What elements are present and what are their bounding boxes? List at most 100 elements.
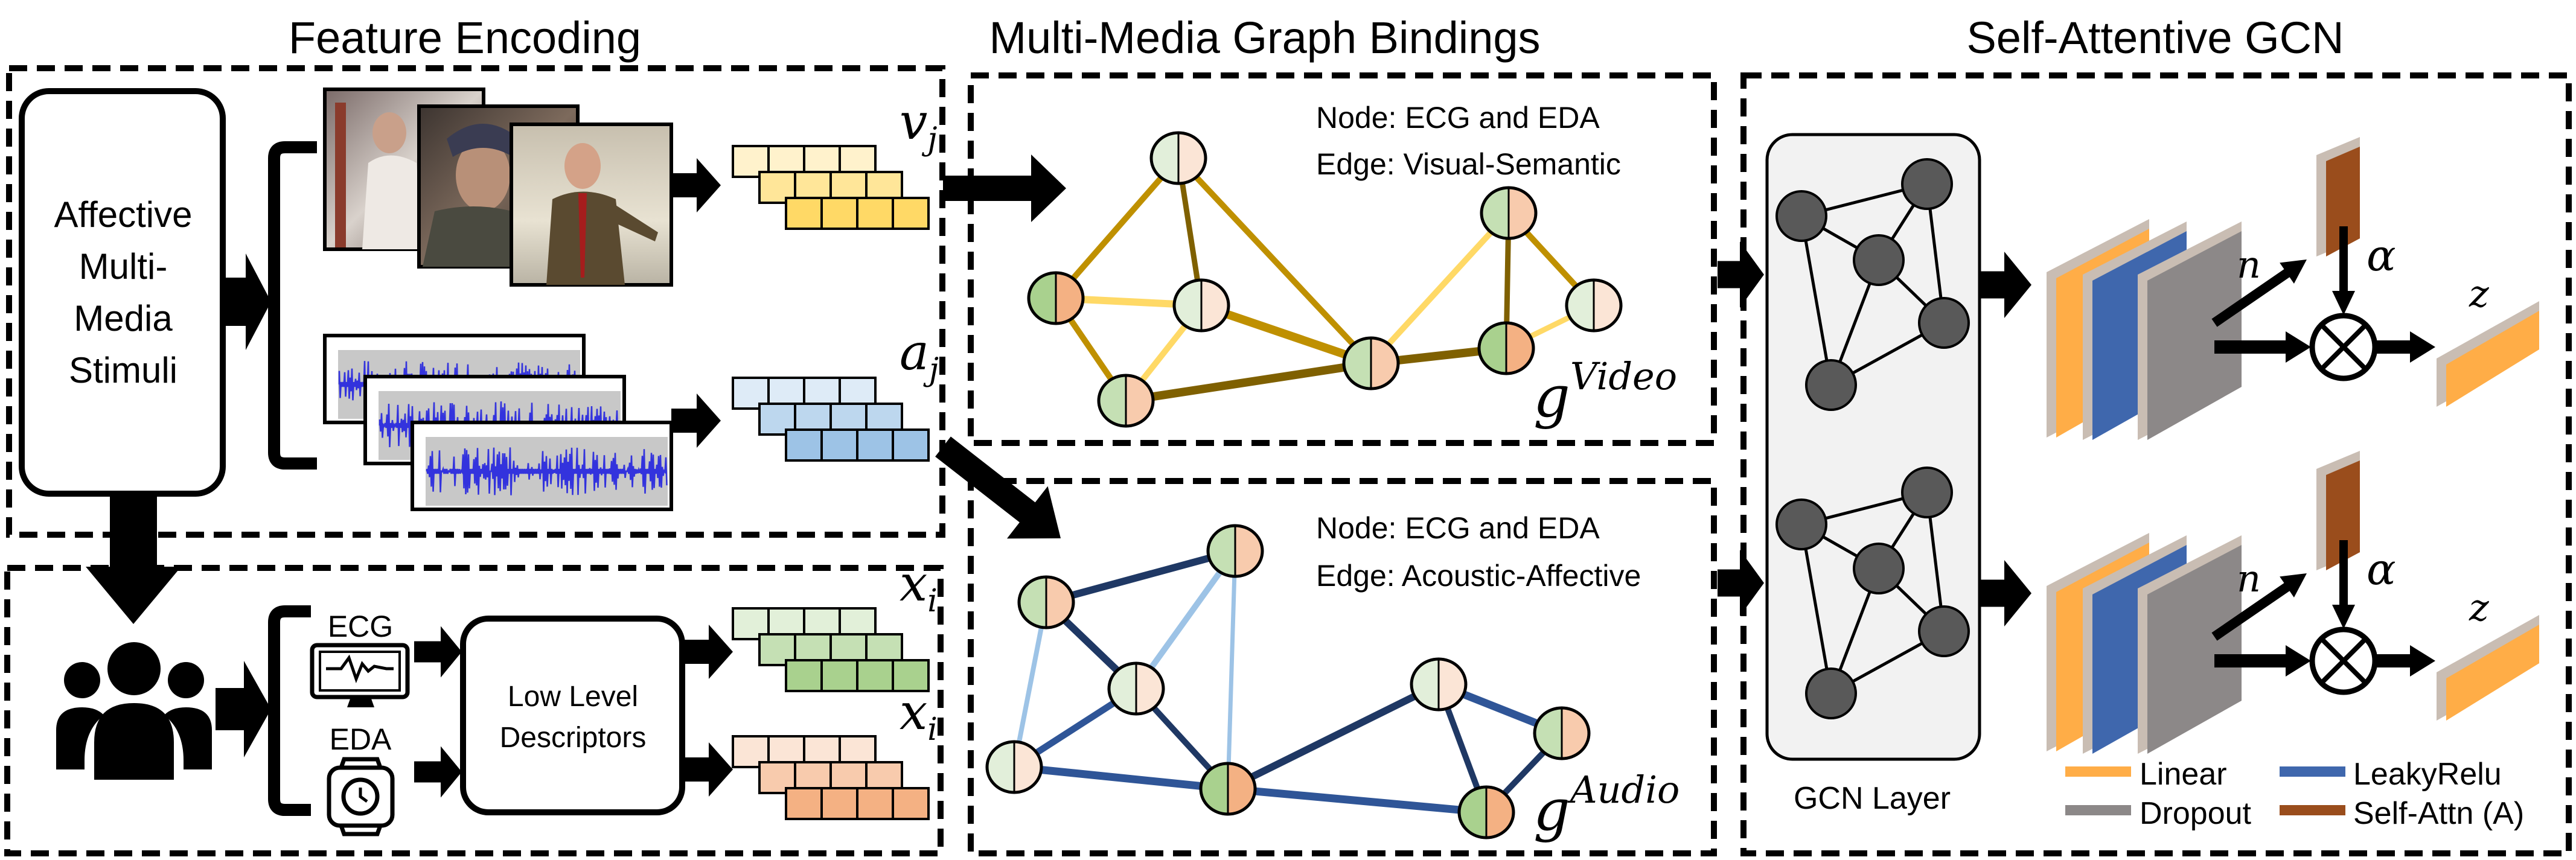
title-graph-bindings: Multi-Media Graph Bindings (989, 13, 1540, 63)
arrow-icon (2214, 645, 2311, 677)
multiply-cross (2320, 323, 2367, 371)
gcn-layer-panel (1765, 133, 1981, 761)
graph-node (1480, 186, 1538, 240)
legend-label: Dropout (2140, 796, 2252, 831)
arrow-icon (414, 746, 462, 798)
node-outline (1017, 575, 1075, 629)
arrow-icon (2214, 331, 2311, 363)
node-outline (1172, 278, 1230, 333)
node-eda-half (1056, 273, 1083, 323)
ecg-feature-label: xi (900, 555, 938, 619)
gcn-node (1853, 234, 1905, 286)
stimuli-label-line: Media (74, 298, 173, 339)
gcn-box (1740, 72, 2572, 856)
gcn-node (1901, 158, 1953, 210)
gcn-node (1775, 498, 1827, 550)
gcn-node (1853, 543, 1905, 594)
legend-item-dropout: Dropout (2065, 796, 2252, 831)
audio-graph-edge-text: Edge: Acoustic-Affective (1316, 559, 1641, 593)
legend-label: Linear (2140, 757, 2227, 792)
feature-cell (820, 428, 858, 462)
descriptors-label-line: Low Level (508, 681, 638, 713)
output-vector-z (2437, 615, 2539, 721)
legend-label: Self-Attn (A) (2353, 796, 2524, 831)
node-outline (1149, 131, 1207, 185)
graph-node (1206, 524, 1264, 578)
arrow-icon (2211, 573, 2307, 641)
graph-node (1097, 374, 1155, 428)
graph-node (1107, 661, 1165, 716)
output-vector-z (2437, 301, 2539, 407)
node-outline (1477, 321, 1535, 375)
ecg-monitor-icon (310, 643, 410, 707)
stimuli-label-line: Affective (54, 194, 192, 235)
n-label: n (2237, 556, 2261, 600)
gcn-edge (1800, 524, 1833, 694)
eda-watch-icon (327, 757, 395, 836)
flow-arrows (86, 154, 2435, 798)
gcn-node (1918, 297, 1970, 349)
audio-waveform-panel (411, 421, 673, 511)
legend-label: LeakyRelu (2353, 757, 2502, 792)
arrow-icon (1980, 560, 2031, 626)
descriptors-label-line: Descriptors (500, 722, 647, 754)
video-frames (323, 88, 673, 287)
arrow-icon (2332, 540, 2355, 629)
plate-face (2147, 231, 2242, 440)
graph-edge (1176, 156, 1373, 366)
feature-cell (892, 428, 930, 462)
node-ecg-half (1019, 577, 1046, 628)
multiply-cross (2320, 637, 2367, 684)
node-eda-half (1014, 742, 1041, 792)
node-ecg-half (1344, 338, 1371, 389)
audio-graph (985, 524, 1591, 839)
attention-block (2047, 451, 2539, 754)
gcn-node (1918, 605, 1970, 657)
feature-cell (785, 787, 823, 820)
node-outline (1533, 706, 1591, 760)
graph-node (1017, 575, 1075, 629)
node-ecg-half (1174, 280, 1201, 331)
node-ecg-half (1201, 763, 1228, 814)
eda-feature-label: xi (900, 684, 938, 748)
graph-node (985, 740, 1043, 794)
physio-encoding-box (4, 565, 944, 856)
gcn-node (1805, 359, 1857, 411)
node-eda-half (1506, 323, 1533, 374)
arrow-icon (2211, 260, 2307, 327)
plate-face (2446, 625, 2539, 721)
feature-cell (892, 787, 930, 820)
graph-edge (1053, 156, 1181, 301)
n-label: n (2237, 243, 2261, 287)
people-icon (56, 642, 212, 780)
arrow-icon (671, 393, 721, 448)
node-ecg-half (1459, 787, 1486, 838)
attention-stacks (2047, 137, 2539, 754)
gcn-graphs (1775, 158, 1970, 719)
graph-edge (1012, 602, 1049, 768)
arrow-icon (671, 158, 721, 212)
eda-label: EDA (330, 722, 392, 756)
video-frame-image (510, 123, 673, 287)
plate-face (2446, 311, 2539, 407)
arrow-icon (2376, 645, 2435, 677)
node-eda-half (1371, 338, 1398, 389)
node-outline (1097, 374, 1155, 428)
legend-item-linear: Linear (2065, 757, 2227, 792)
arrow-icon (216, 661, 271, 757)
arrow-icon (86, 494, 181, 624)
title-self-attentive-gcn: Self-Attentive GCN (1966, 13, 2344, 63)
node-ecg-half (1411, 659, 1439, 710)
low-level-descriptors-box: Low Level Descriptors (460, 616, 685, 815)
audio-graph-node-text: Node: ECG and EDA (1316, 511, 1600, 545)
stimuli-label-line: Stimuli (69, 350, 177, 390)
video-graph-edge-text: Edge: Visual-Semantic (1316, 147, 1621, 181)
graph-node (1199, 762, 1257, 816)
node-eda-half (1228, 763, 1255, 814)
node-ecg-half (1151, 133, 1178, 183)
attention-block (2047, 137, 2539, 440)
media-bracket (268, 141, 317, 470)
gcn-graph (1775, 467, 1970, 719)
arrow-icon (683, 625, 733, 679)
media-encoding-box (6, 65, 945, 538)
